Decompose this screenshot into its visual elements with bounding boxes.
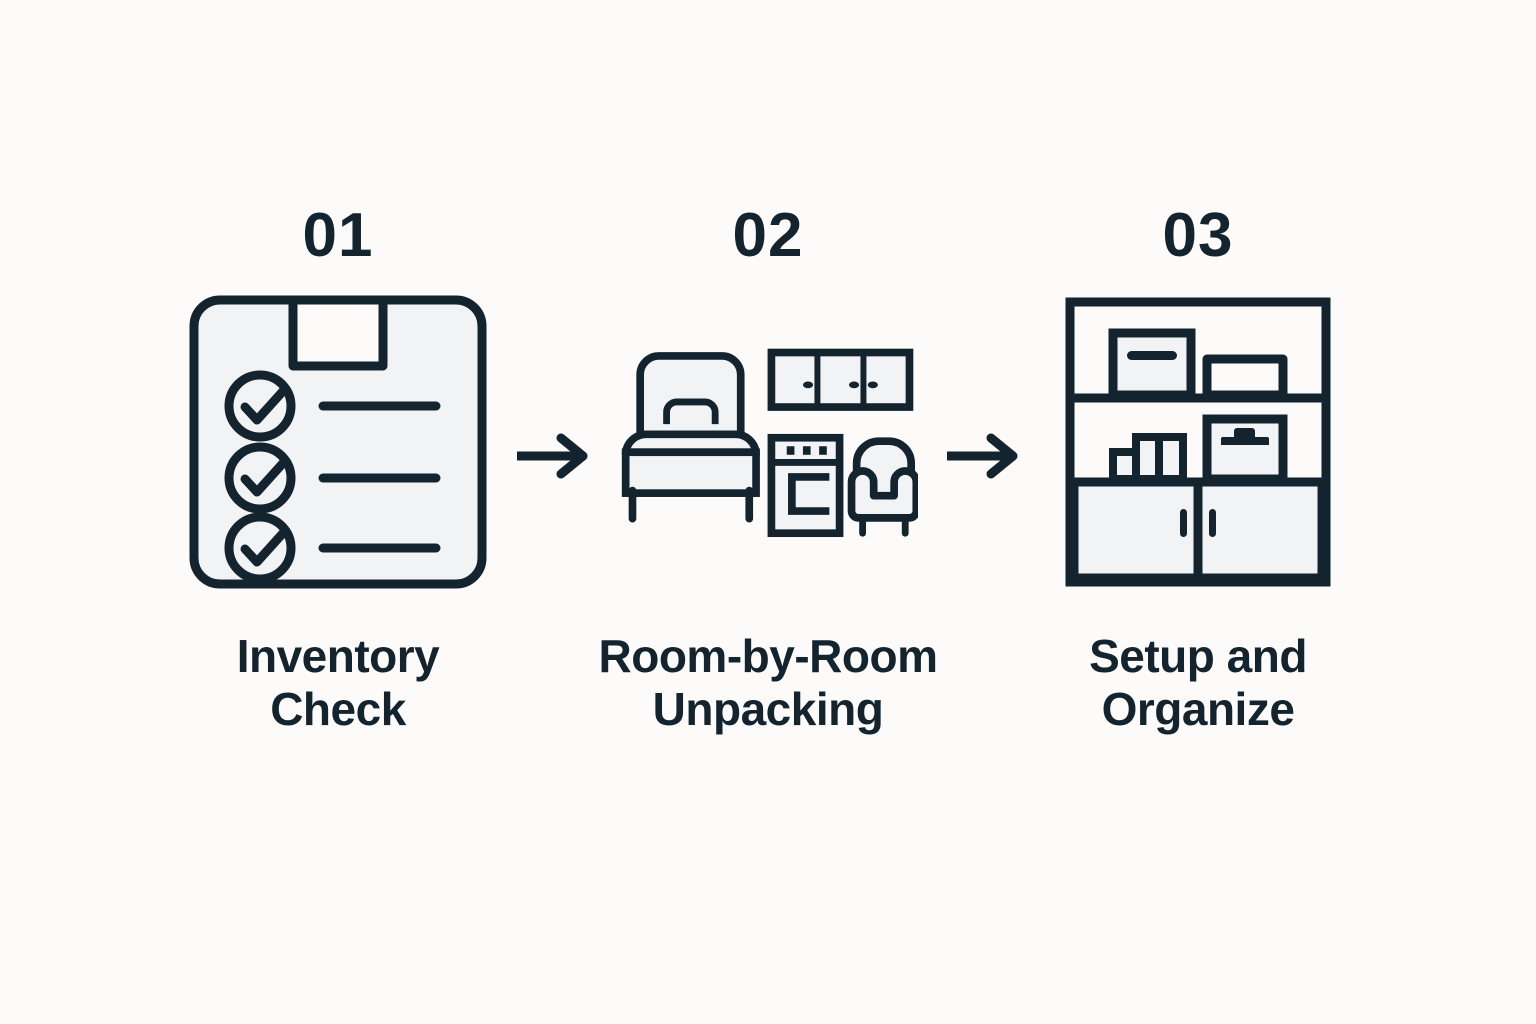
step-01-label-line2: Check	[270, 682, 406, 735]
step-02-label: Room-by-Room Unpacking	[598, 630, 938, 736]
checklist-box-icon	[188, 292, 488, 592]
step-03-number: 03	[1162, 201, 1234, 270]
step-01: 01	[173, 0, 503, 736]
arrow-right-icon	[503, 0, 603, 480]
step-03: 03	[1033, 0, 1363, 736]
step-01-label-line1: Inventory	[236, 630, 440, 682]
step-02: 02	[599, 0, 938, 736]
arrow-right-icon-2	[933, 0, 1033, 480]
step-03-label-line1: Setup and	[1089, 630, 1307, 682]
step-03-label-line2: Organize	[1101, 682, 1295, 735]
step-02-number: 02	[732, 201, 804, 270]
shelving-unit-icon	[1048, 292, 1348, 592]
furniture-group-icon	[618, 292, 918, 592]
step-01-label: Inventory Check	[168, 630, 508, 736]
step-03-label: Setup and Organize	[1028, 630, 1368, 736]
step-02-label-line2: Unpacking	[652, 682, 884, 735]
step-01-number: 01	[302, 201, 374, 270]
step-02-label-line1: Room-by-Room	[598, 630, 938, 682]
